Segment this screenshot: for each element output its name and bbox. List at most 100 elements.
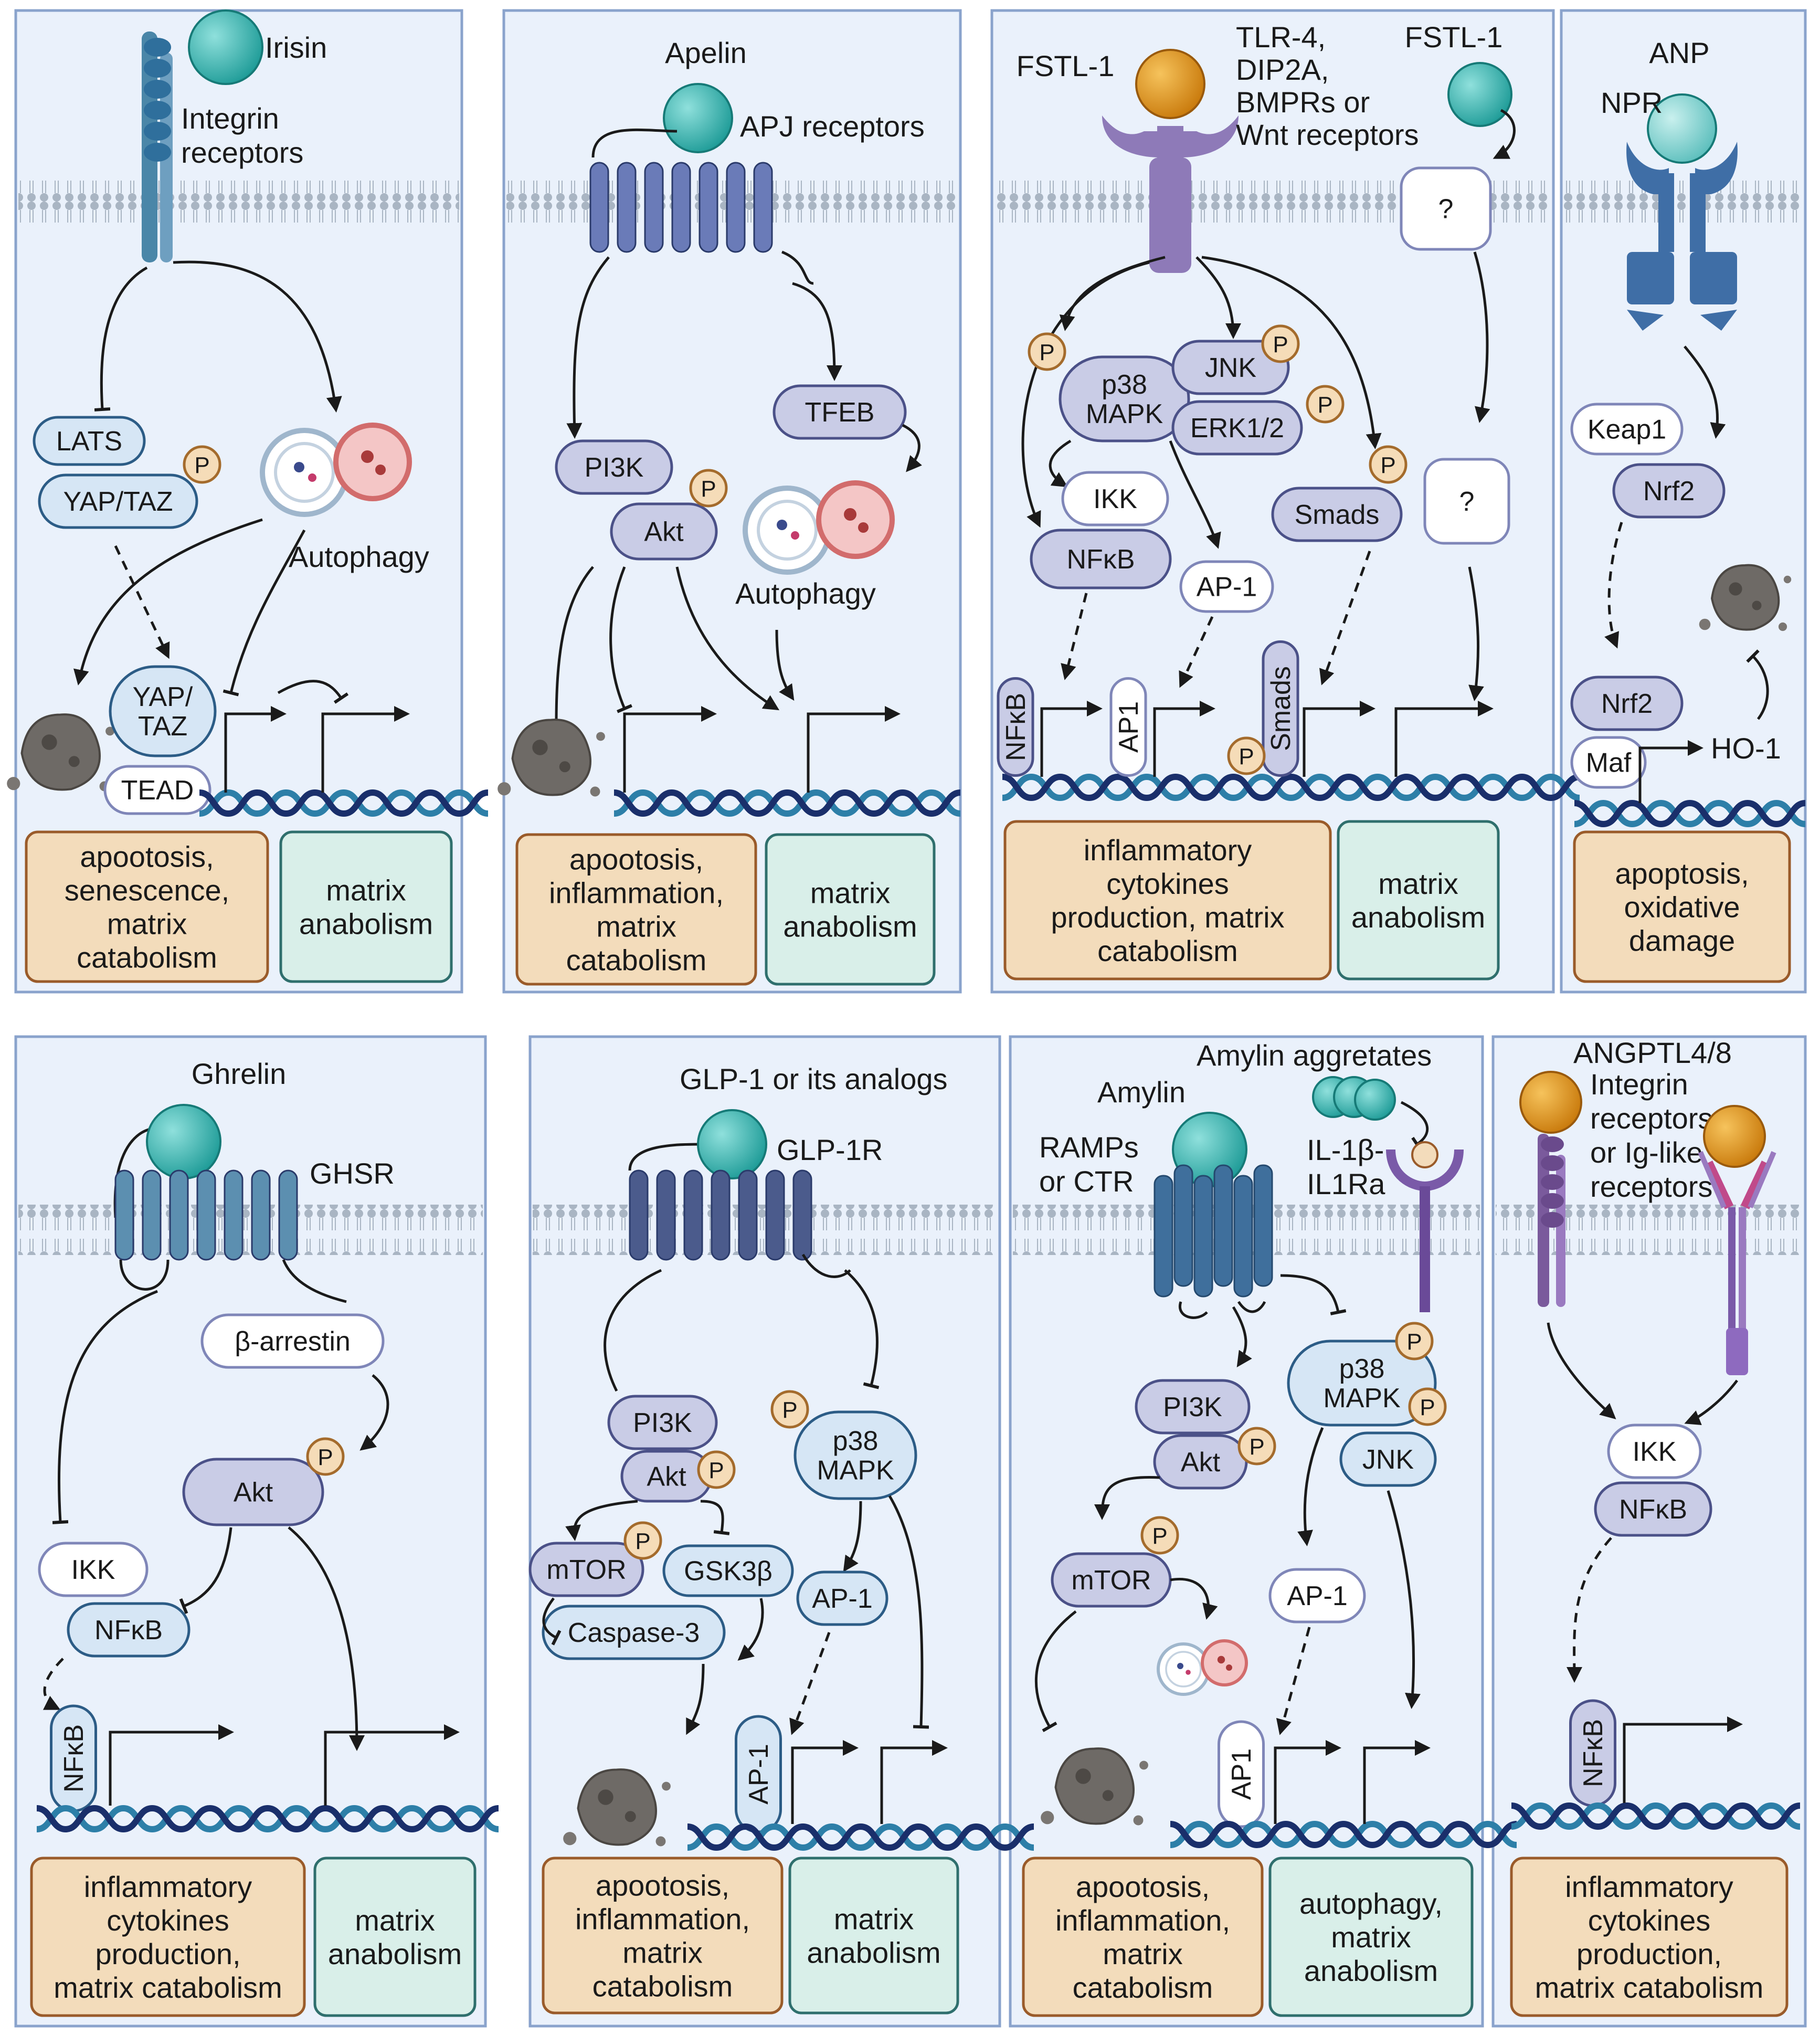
dna-strand bbox=[687, 1823, 1034, 1851]
dna-strand bbox=[1170, 1820, 1517, 1849]
node-gsk3b-label: GSK3β bbox=[684, 1556, 773, 1587]
dna-icon bbox=[613, 789, 961, 817]
apoptotic-cell-icon bbox=[1041, 1747, 1148, 1826]
apoptotic-body bbox=[20, 713, 101, 791]
promoter-arrow-icon bbox=[1040, 701, 1103, 777]
node-mtor: mTOR bbox=[1051, 1552, 1172, 1608]
node-ikk: IKK bbox=[1607, 1424, 1702, 1479]
npr-cyclase bbox=[1700, 310, 1737, 331]
lysosome-dot bbox=[858, 522, 869, 533]
node-ap1-label: AP-1 bbox=[812, 1584, 873, 1614]
ligand-label: Irisin bbox=[265, 31, 327, 64]
apoptotic-fragment bbox=[68, 756, 80, 767]
integrin-domain bbox=[1541, 1136, 1564, 1152]
transmembrane-helix bbox=[711, 1169, 731, 1261]
cell-membrane bbox=[18, 178, 459, 229]
phospho-label: P bbox=[1380, 452, 1395, 478]
signal-arrow bbox=[1094, 1475, 1160, 1520]
node-nfkb: NFκB bbox=[67, 1602, 191, 1658]
dna-icon bbox=[687, 1823, 1034, 1851]
node-p38-mapk-label: p38 bbox=[833, 1426, 879, 1457]
signal-arrow bbox=[1684, 1379, 1738, 1426]
outcome-fstl1-1-text: production, matrix bbox=[1051, 901, 1284, 934]
phospho-icon: P bbox=[1408, 1387, 1447, 1426]
signal-arrow bbox=[173, 260, 342, 413]
node-jnk-box bbox=[1171, 340, 1290, 395]
integrin-chain bbox=[1556, 1155, 1565, 1307]
node-akt-box bbox=[182, 1458, 324, 1526]
ligand-sphere-icon bbox=[663, 83, 733, 153]
outcome-ghrelin-2-box bbox=[313, 1857, 477, 2017]
cargo-dot bbox=[294, 462, 304, 472]
node-nfkb: NFκB bbox=[1030, 529, 1172, 589]
receptor-stalk bbox=[1420, 1186, 1430, 1312]
promoter-arrow-icon bbox=[321, 706, 410, 793]
npr-cyclase bbox=[1627, 310, 1664, 331]
signal-arrow bbox=[1179, 616, 1214, 688]
node-akt: Akt bbox=[610, 502, 718, 561]
dna-icon bbox=[1574, 799, 1806, 828]
cell-membrane bbox=[533, 1205, 997, 1255]
signal-arrow bbox=[844, 1269, 880, 1389]
signal-arrow bbox=[792, 282, 842, 381]
node-ap1-nucleus: AP1 bbox=[1218, 1720, 1265, 1828]
receptor-label: Wnt receptors bbox=[1236, 118, 1419, 151]
outcome-glp1-2-text: anabolism bbox=[807, 1936, 940, 1969]
promoter-arrow-icon bbox=[224, 706, 287, 793]
node-yaptaz: YAP/TAZ bbox=[38, 473, 198, 529]
promoter-arrow-icon bbox=[1274, 1740, 1341, 1824]
cargo-dot bbox=[1177, 1663, 1183, 1669]
node-akt: Akt bbox=[620, 1450, 713, 1503]
amylin-aggregates-icon bbox=[1312, 1076, 1396, 1121]
phospho-label: P bbox=[708, 1458, 724, 1483]
apoptotic-fragment bbox=[559, 761, 570, 773]
apoptotic-fragment bbox=[625, 1811, 636, 1822]
cell-membrane bbox=[1564, 178, 1803, 229]
apoptotic-fragment bbox=[1075, 1768, 1091, 1784]
outcome-ghrelin-1-text: production, bbox=[95, 1937, 240, 1970]
dna-strand bbox=[1002, 773, 1580, 802]
node-maf: Maf bbox=[1570, 736, 1647, 789]
phospho-label: P bbox=[1273, 332, 1288, 357]
transmembrane-helix bbox=[589, 162, 609, 253]
lysosome-dot bbox=[375, 465, 386, 475]
node-ikk-label: IKK bbox=[1093, 484, 1137, 514]
outcome-angptl-1-text: cytokines bbox=[1588, 1904, 1710, 1937]
node-jnk-label: JNK bbox=[1205, 353, 1257, 383]
node-nrf2: Nrf2 bbox=[1612, 463, 1726, 519]
lysosome-dot bbox=[1226, 1664, 1232, 1671]
receptor-label: APJ receptors bbox=[740, 110, 925, 143]
promoter-arrow-icon bbox=[1153, 701, 1215, 777]
ramp-ctr-receptor-icon bbox=[1154, 1164, 1273, 1298]
node-erk: ERK1/2 bbox=[1171, 400, 1303, 456]
node-tead: TEAD bbox=[103, 765, 211, 815]
signal-arrow bbox=[548, 566, 594, 726]
signal-arrow bbox=[1201, 256, 1382, 449]
autophagy-label: Autophagy bbox=[735, 577, 876, 610]
node-tead-box bbox=[103, 765, 211, 815]
node-smads-label: Smads bbox=[1295, 500, 1380, 530]
outcome-apelin-1-text: inflammation, bbox=[549, 877, 724, 910]
node-ap1-nucleus: AP1 bbox=[1109, 677, 1147, 777]
dna-strand bbox=[1170, 1820, 1517, 1849]
node-pi3k: PI3K bbox=[607, 1395, 718, 1450]
outcome-apelin-1-text: catabolism bbox=[566, 944, 707, 977]
signal-arrow bbox=[359, 1374, 389, 1451]
receptor-label: Integrin bbox=[181, 102, 279, 135]
receptor-2-label: IL1Ra bbox=[1307, 1167, 1385, 1200]
apoptotic-fragment bbox=[590, 786, 600, 797]
node-ikk-box bbox=[1061, 471, 1169, 526]
phospho-icon: P bbox=[697, 1450, 736, 1489]
node-smads-box bbox=[1271, 487, 1403, 542]
node-akt-label: Akt bbox=[1181, 1447, 1221, 1478]
apoptotic-fragment bbox=[532, 740, 548, 755]
signal-arrow bbox=[277, 680, 349, 704]
node-caspase-3-label: Caspase-3 bbox=[568, 1618, 700, 1648]
promoter-arrow-icon bbox=[1303, 701, 1375, 777]
ligand-2-label: FSTL-1 bbox=[1405, 20, 1503, 54]
